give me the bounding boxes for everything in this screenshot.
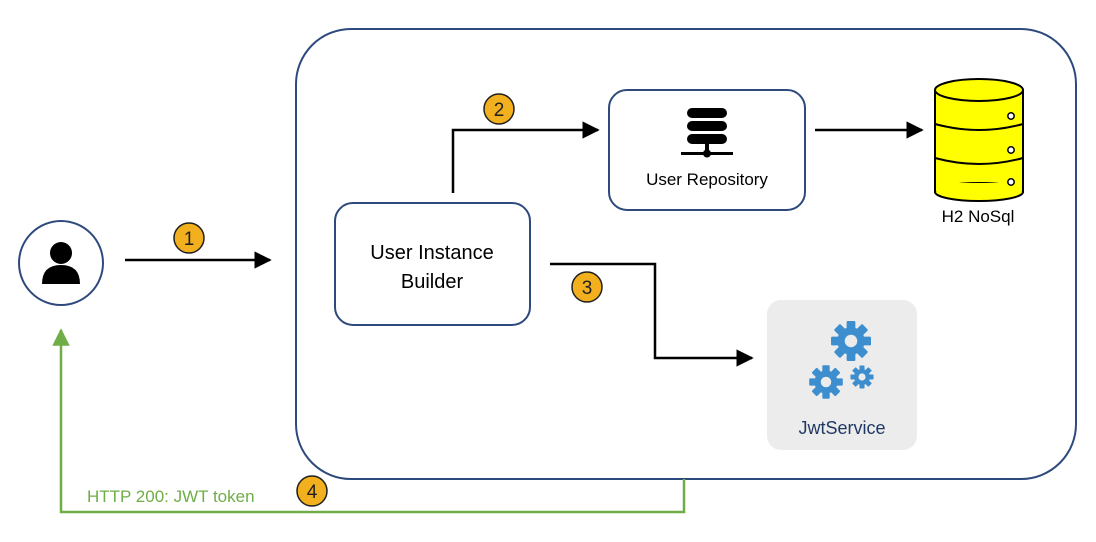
repository-node: User Repository <box>608 89 806 211</box>
builder-label-line1: User Instance <box>370 242 493 264</box>
step-number-4: 4 <box>307 482 318 503</box>
jwt-service-label: JwtService <box>798 418 885 438</box>
step-badge-4: 4 <box>296 475 328 507</box>
arrow-builder-to-jwt <box>550 262 754 367</box>
repository-label: User Repository <box>646 170 768 189</box>
step-badge-1: 1 <box>173 222 205 254</box>
database-node: H2 NoSql <box>934 78 1024 226</box>
builder-node: User Instance Builder <box>334 202 531 326</box>
database-icon <box>934 78 1024 202</box>
user-node <box>18 220 104 306</box>
builder-label-line2: Builder <box>401 271 464 293</box>
step-badge-3: 3 <box>571 271 603 303</box>
response-label: HTTP 200: JWT token <box>87 487 255 506</box>
step-number-3: 3 <box>582 278 593 299</box>
step-number-1: 1 <box>184 229 195 250</box>
step-badge-2: 2 <box>483 93 515 125</box>
step-number-2: 2 <box>494 100 505 121</box>
jwt-service-node: JwtService <box>767 300 917 450</box>
database-server-icon <box>681 108 733 158</box>
database-label: H2 NoSql <box>942 207 1015 226</box>
arrow-response <box>52 328 686 514</box>
user-icon <box>42 242 80 284</box>
arrow-builder-to-repository <box>451 121 600 193</box>
